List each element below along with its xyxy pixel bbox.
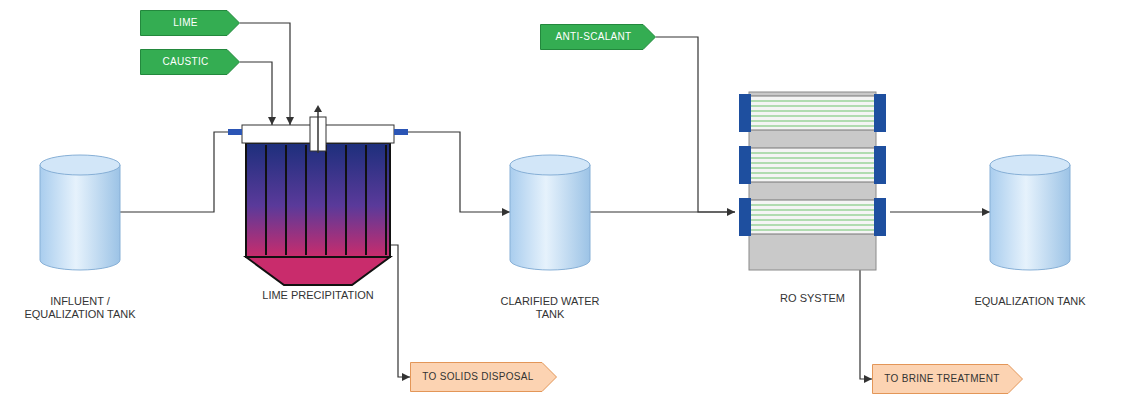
tag-node: TO BRINE TREATMENT (872, 364, 1023, 394)
clarifier-tank (246, 143, 390, 257)
chemical-tag (541, 25, 656, 50)
settling-plate (365, 145, 367, 255)
end-cap (739, 94, 751, 132)
unit-label: LIME PRECIPITATION (228, 289, 408, 302)
membrane-line (751, 215, 874, 216)
membrane-line (751, 173, 874, 174)
pipe-line (656, 37, 735, 212)
tank-label: EQUALIZATION TANK (965, 295, 1095, 308)
tag-node: LIME (140, 10, 240, 36)
membrane-line (751, 153, 874, 154)
vent-arrow (317, 111, 319, 153)
process-unit: LIME PRECIPITATION (228, 105, 408, 305)
process-unit: RO SYSTEM (735, 88, 890, 318)
tank-top (990, 155, 1070, 175)
unit-label: RO SYSTEM (735, 292, 890, 305)
end-cap (874, 94, 886, 132)
ro-frame (749, 92, 876, 270)
tank-label: CLARIFIED WATER TANK (498, 295, 602, 321)
pipe-line (390, 245, 410, 377)
tank-node: INFLUENT / EQUALIZATION TANK (5, 155, 155, 323)
launder (228, 129, 242, 135)
membrane-line (751, 220, 874, 221)
membrane-line (751, 101, 874, 102)
tag-label: TO SOLIDS DISPOSAL (418, 362, 538, 392)
tank-label: INFLUENT / EQUALIZATION TANK (20, 295, 140, 321)
ro-module (749, 148, 876, 182)
tank-node: EQUALIZATION TANK (965, 155, 1095, 310)
tag-label: ANTI-SCALANT (548, 24, 639, 50)
chemical-tag (141, 11, 240, 36)
end-cap (874, 146, 886, 184)
tag-node: CAUSTIC (140, 49, 240, 75)
pipe-line (240, 62, 272, 125)
tank-node: CLARIFIED WATER TANK (490, 155, 610, 323)
membrane-line (751, 116, 874, 117)
outlet-tag (411, 363, 557, 392)
tank-top (510, 155, 590, 175)
tank-body (40, 165, 120, 270)
pipe-line (240, 23, 290, 125)
ro-module (749, 200, 876, 234)
membrane-line (751, 230, 874, 231)
ro-module (749, 96, 876, 130)
vent-arrow-head (314, 105, 322, 112)
ro-drawing (735, 88, 890, 278)
settling-plate (305, 145, 307, 255)
tag-label: CAUSTIC (148, 49, 223, 75)
tank-body (990, 165, 1070, 270)
membrane-line (751, 178, 874, 179)
chemical-tag (141, 50, 240, 75)
end-cap (739, 198, 751, 236)
settling-plate (385, 145, 387, 255)
membrane-line (751, 111, 874, 112)
end-cap (874, 198, 886, 236)
settling-plate (325, 145, 327, 255)
tank-drawing (490, 155, 610, 275)
membrane-line (751, 163, 874, 164)
tank-drawing (965, 155, 1095, 275)
settling-plate (265, 145, 267, 255)
membrane-line (751, 168, 874, 169)
pipe-line (890, 211, 990, 212)
tag-label: LIME (148, 10, 223, 36)
launder (394, 129, 408, 135)
membrane-line (751, 126, 874, 127)
membrane-line (751, 121, 874, 122)
tank-top (40, 155, 120, 175)
end-cap (739, 146, 751, 184)
membrane-line (751, 210, 874, 211)
tank-drawing (5, 155, 155, 275)
membrane-line (751, 158, 874, 159)
tag-label: TO BRINE TREATMENT (880, 364, 1004, 394)
outlet-tag (873, 365, 1023, 394)
tag-node: ANTI-SCALANT (540, 24, 656, 50)
pipe-line (408, 132, 510, 212)
membrane-line (751, 205, 874, 206)
membrane-line (751, 225, 874, 226)
tank-body (510, 165, 590, 270)
settling-plate (285, 145, 287, 255)
pipe-line (120, 132, 228, 212)
membrane-line (751, 106, 874, 107)
clarifier-drawing (228, 105, 408, 289)
settling-plate (345, 145, 347, 255)
pipe-line (860, 270, 872, 379)
tag-node: TO SOLIDS DISPOSAL (410, 362, 557, 392)
sludge-cone (246, 257, 390, 285)
